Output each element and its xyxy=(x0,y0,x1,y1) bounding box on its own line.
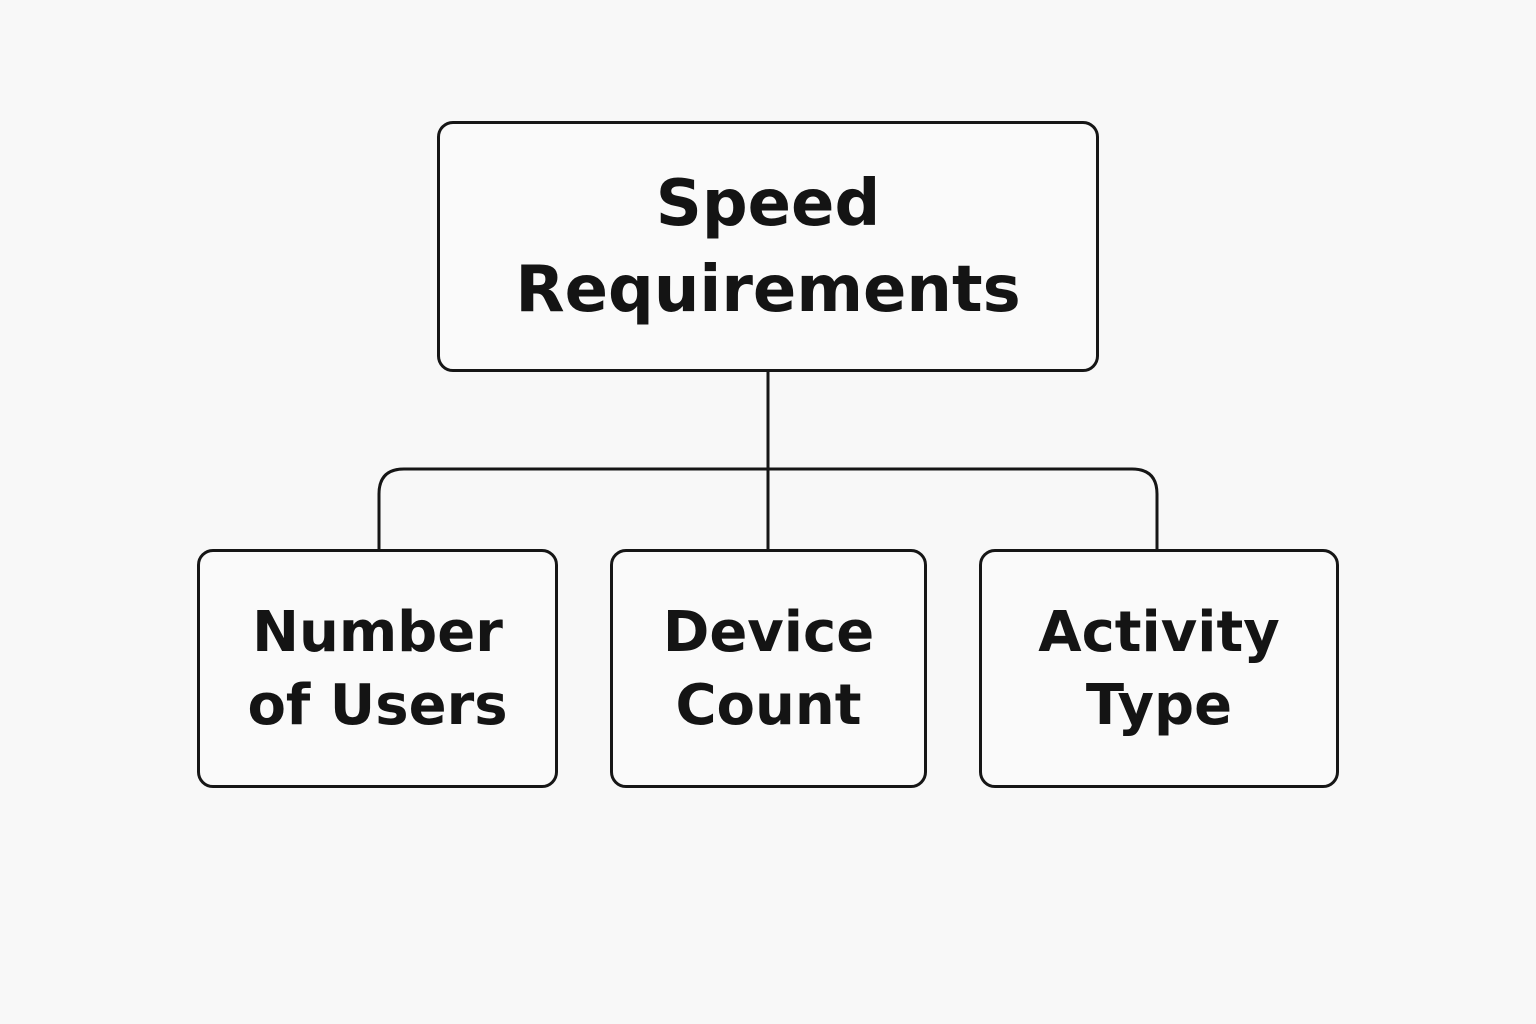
child-node-activity-type: Activity Type xyxy=(979,549,1339,788)
child-3-label-line-1: Activity xyxy=(1038,599,1280,665)
root-label-line-2: Requirements xyxy=(515,252,1021,327)
branch-bar-line xyxy=(377,467,1159,549)
child-3-label-line-2: Type xyxy=(1085,672,1233,738)
child-1-label-line-2: of Users xyxy=(247,672,508,738)
child-node-device-count: Device Count xyxy=(610,549,927,788)
child-1-label-line-1: Number xyxy=(252,599,503,665)
root-node-speed-requirements: Speed Requirements xyxy=(437,121,1099,372)
root-label-line-1: Speed xyxy=(655,166,881,241)
child-2-label-line-2: Count xyxy=(675,672,862,738)
child-node-number-of-users: Number of Users xyxy=(197,549,558,788)
child-2-label-line-1: Device xyxy=(662,599,875,665)
